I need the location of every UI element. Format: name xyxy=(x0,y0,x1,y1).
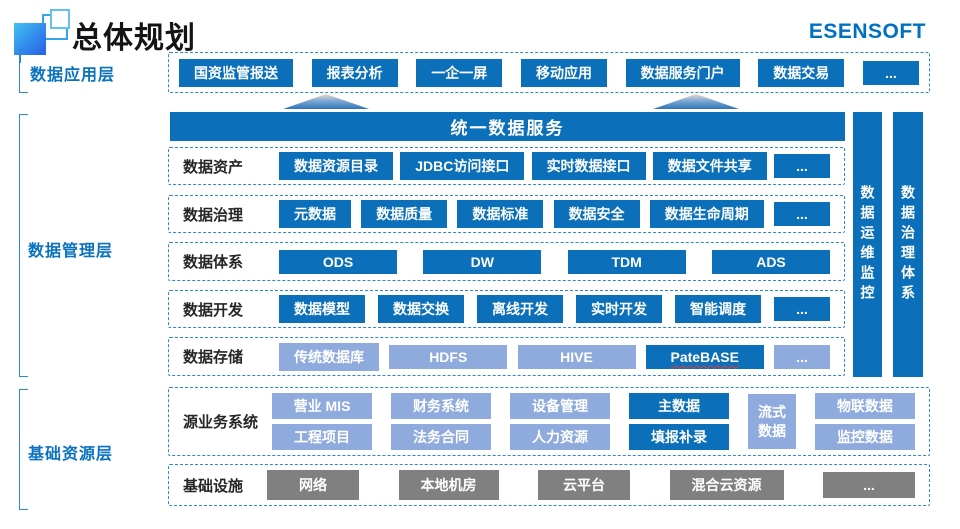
chip-...: ... xyxy=(774,297,830,321)
data-governance-system-bar: 数据治理体系 xyxy=(893,112,923,377)
chip-数据服务门户: 数据服务门户 xyxy=(625,58,740,87)
chip-iot-data: 物联数据 xyxy=(814,393,915,419)
data-development-label: 数据开发 xyxy=(183,301,244,319)
resource-layer-label: 基础资源层 xyxy=(28,446,114,463)
chip-HIVE: HIVE xyxy=(517,344,636,369)
chip-数据交易: 数据交易 xyxy=(758,58,845,87)
chip-本地机房: 本地机房 xyxy=(398,470,499,500)
data-governance-items: 元数据数据质量数据标准数据安全数据生命周期... xyxy=(273,200,844,228)
chip-...: ... xyxy=(823,472,915,498)
chip-PateBASE: PateBASE xyxy=(645,344,764,369)
chip-business-mis: 营业 MIS xyxy=(272,393,373,419)
chip-HDFS: HDFS xyxy=(389,344,508,369)
application-layer-box: 国资监管报送报表分析一企一屏移动应用数据服务门户数据交易... xyxy=(168,52,930,93)
chip-TDM: TDM xyxy=(567,249,686,274)
data-system-label: 数据体系 xyxy=(183,254,244,271)
chip-传统数据库: 传统数据库 xyxy=(279,342,379,371)
chip-monitoring-data: 监控数据 xyxy=(814,424,915,450)
chip-数据模型: 数据模型 xyxy=(279,295,365,323)
chip-report-supplement: 填报补录 xyxy=(628,424,729,450)
application-layer-bracket xyxy=(19,49,28,93)
chip-数据标准: 数据标准 xyxy=(457,200,544,228)
source-col: 主数据 填报补录 xyxy=(628,393,729,450)
resource-layer-bracket xyxy=(19,389,28,510)
source-col: 财务系统 法务合同 xyxy=(391,393,491,450)
chip-ODS: ODS xyxy=(279,249,397,274)
infrastructure-row: 基础设施 网络 本地机房 云平台 混合云资源... xyxy=(168,464,930,506)
chip-国资监管报送: 国资监管报送 xyxy=(179,58,293,87)
data-system-row: 数据体系 ODS DW TDM ADS xyxy=(168,242,845,281)
data-governance-row: 数据治理 元数据数据质量数据标准数据安全数据生命周期... xyxy=(168,195,845,233)
chip-一企一屏: 一企一屏 xyxy=(416,58,503,87)
source-col: 营业 MIS 工程项目 xyxy=(272,393,373,450)
chip-...: ... xyxy=(773,202,830,226)
chip-数据资源目录: 数据资源目录 xyxy=(279,152,393,180)
source-systems-grid: 营业 MIS 工程项目 财务系统 法务合同 设备管理 人力资源 主数据 填报补录… xyxy=(268,393,929,450)
data-development-items: 数据模型数据交换离线开发实时开发智能调度... xyxy=(273,295,844,323)
data-ops-monitoring-bar: 数据运维监控 xyxy=(853,112,882,377)
chip-报表分析: 报表分析 xyxy=(311,58,398,87)
chip-equipment-mgmt: 设备管理 xyxy=(509,393,610,419)
infrastructure-items: 网络 本地机房 云平台 混合云资源... xyxy=(261,470,929,500)
data-governance-label: 数据治理 xyxy=(183,206,244,224)
source-col: 设备管理 人力资源 xyxy=(509,393,610,450)
chip-ADS: ADS xyxy=(711,249,830,274)
chip-混合云资源: 混合云资源 xyxy=(669,470,784,500)
chip-DW: DW xyxy=(423,249,542,274)
chip-legal-contract: 法务合同 xyxy=(391,424,491,450)
source-col: 物联数据 监控数据 xyxy=(814,393,915,450)
chip-JDBC访问接口: JDBC访问接口 xyxy=(400,152,525,180)
chip-数据安全: 数据安全 xyxy=(553,200,640,228)
chip-智能调度: 智能调度 xyxy=(675,295,761,323)
page-title: 总体规划 xyxy=(72,22,196,55)
chip-数据生命周期: 数据生命周期 xyxy=(649,200,764,228)
chip-离线开发: 离线开发 xyxy=(477,295,563,323)
application-layer-label: 数据应用层 xyxy=(30,67,116,84)
chip-数据文件共享: 数据文件共享 xyxy=(652,152,767,180)
logo-outline-square-icon xyxy=(50,9,70,29)
chip-网络: 网络 xyxy=(267,470,359,500)
chip-engineering-project: 工程项目 xyxy=(272,424,373,450)
management-layer-bracket xyxy=(19,114,28,377)
unified-data-service-bar: 统一数据服务 xyxy=(170,112,845,141)
chip-元数据: 元数据 xyxy=(279,200,351,228)
chip-finance-system: 财务系统 xyxy=(391,393,491,419)
chip-streaming-data: 流式数据 xyxy=(747,394,796,449)
chip-云平台: 云平台 xyxy=(538,470,630,500)
app-logo-icon xyxy=(14,6,74,63)
data-asset-label: 数据资产 xyxy=(183,158,244,176)
chip-移动应用: 移动应用 xyxy=(520,58,607,87)
data-storage-row: 数据存储 传统数据库 HDFS HIVE PateBASE... xyxy=(168,337,845,376)
chip-实时数据接口: 实时数据接口 xyxy=(531,152,646,180)
data-storage-label: 数据存储 xyxy=(183,349,244,366)
chip-...: ... xyxy=(774,154,830,178)
data-development-row: 数据开发 数据模型数据交换离线开发实时开发智能调度... xyxy=(168,290,845,328)
chip-数据交换: 数据交换 xyxy=(378,295,464,323)
up-arrow-icon xyxy=(283,94,369,109)
chip-master-data: 主数据 xyxy=(628,393,729,419)
data-storage-items: 传统数据库 HDFS HIVE PateBASE... xyxy=(273,342,844,371)
up-arrow-icon xyxy=(653,94,739,109)
chip-...: ... xyxy=(862,60,919,85)
chip-实时开发: 实时开发 xyxy=(576,295,662,323)
management-layer-label: 数据管理层 xyxy=(28,243,114,260)
chip-human-resources: 人力资源 xyxy=(509,424,610,450)
application-items: 国资监管报送报表分析一企一屏移动应用数据服务门户数据交易... xyxy=(169,58,929,87)
brand-logo: ESENSOFT xyxy=(808,20,926,43)
chip-...: ... xyxy=(774,344,830,369)
infrastructure-label: 基础设施 xyxy=(183,477,244,495)
source-systems-label: 源业务系统 xyxy=(183,414,259,431)
source-business-systems-row: 源业务系统 营业 MIS 工程项目 财务系统 法务合同 设备管理 人力资源 主数… xyxy=(168,387,930,456)
chip-数据质量: 数据质量 xyxy=(361,200,448,228)
data-system-items: ODS DW TDM ADS xyxy=(273,249,844,274)
